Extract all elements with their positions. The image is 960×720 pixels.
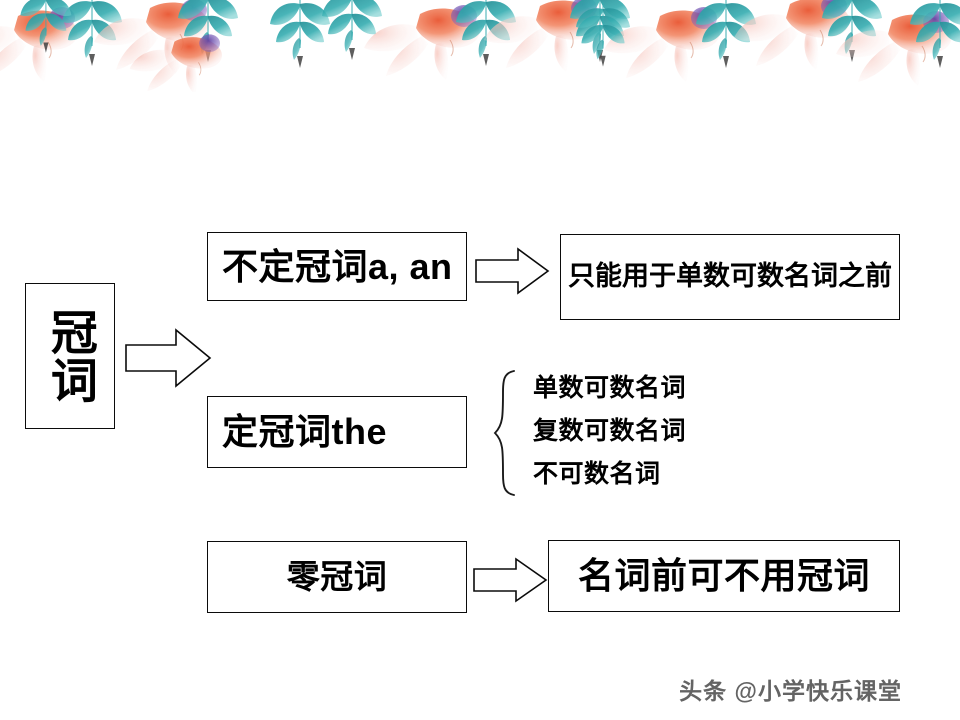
list-item: 复数可数名词 <box>533 417 687 445</box>
curly-brace-icon <box>492 368 520 498</box>
watercolor-floral-header <box>0 0 960 92</box>
definite-article-usage-list: 单数可数名词 复数可数名词 不可数名词 <box>533 367 793 496</box>
description-zero-article: 名词前可不用冠词 <box>548 540 900 612</box>
node-indefinite-article: 不定冠词a, an <box>207 232 467 301</box>
arrow-zero-to-description <box>472 557 548 603</box>
list-item: 不可数名词 <box>533 460 661 488</box>
description-indefinite-article: 只能用于单数可数名词之前 <box>560 234 900 320</box>
node-definite-article: 定冠词the <box>207 396 467 468</box>
description-zero-article-text: 名词前可不用冠词 <box>577 555 870 597</box>
node-indefinite-article-label: 不定冠词a, an <box>222 245 453 287</box>
arrow-indefinite-to-description <box>474 247 550 295</box>
node-definite-article-label: 定冠词the <box>222 411 388 453</box>
root-node-articles: 冠词 <box>25 283 115 429</box>
description-indefinite-article-text: 只能用于单数可数名词之前 <box>568 261 892 292</box>
watermark: 头条 @小学快乐课堂 <box>679 678 902 704</box>
arrow-root-to-branches <box>124 327 212 389</box>
list-item: 单数可数名词 <box>533 374 687 402</box>
node-zero-article-label: 零冠词 <box>286 557 388 595</box>
node-zero-article: 零冠词 <box>207 541 467 613</box>
root-node-label: 冠词 <box>43 308 97 404</box>
